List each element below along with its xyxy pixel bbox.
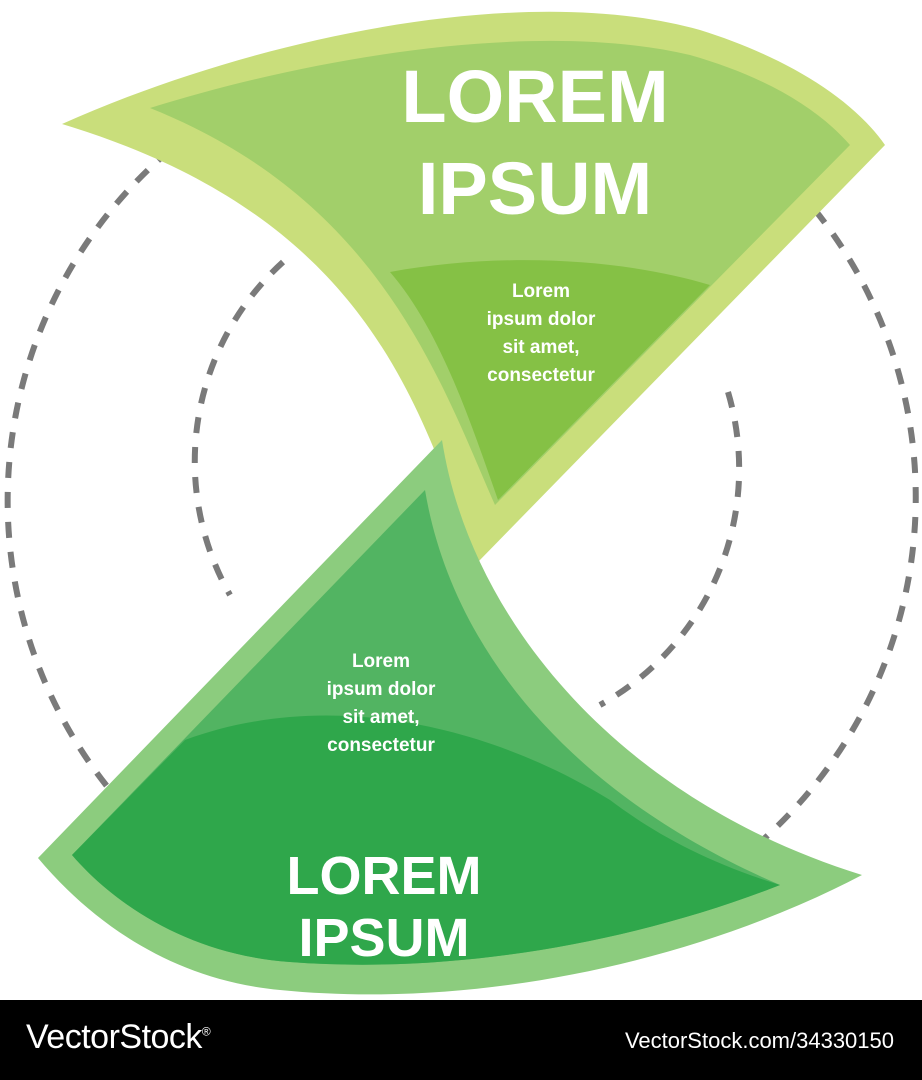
bottom-leaf-inner [72, 715, 780, 965]
top-leaf-inner [390, 260, 710, 500]
infographic-svg: LOREM IPSUM Lorem ipsum dolor sit amet, … [4, 11, 919, 995]
inner-dashed-arc-left [191, 259, 286, 597]
footer-bar: VectorStock® VectorStock.com/34330150 [0, 1000, 922, 1080]
bottom-body-line: Lorem [352, 651, 410, 672]
top-body-line: consectetur [487, 365, 595, 386]
top-leaf-shape [62, 11, 885, 563]
top-body-line: Lorem [512, 281, 570, 302]
bottom-body-line: ipsum dolor [327, 679, 436, 700]
registered-mark: ® [201, 1024, 211, 1039]
bottom-title-line2: IPSUM [298, 908, 469, 968]
top-body-line: sit amet, [502, 337, 579, 358]
bottom-body-text: Lorem ipsum dolor sit amet, consectetur [327, 651, 436, 756]
outer-dashed-arc-right [743, 208, 919, 858]
image-id-text: VectorStock.com/34330150 [624, 1028, 894, 1053]
top-body-line: ipsum dolor [487, 309, 596, 330]
bottom-body-line: sit amet, [342, 707, 419, 728]
brand-logo: VectorStock® [26, 1018, 211, 1057]
top-title-line2: IPSUM [418, 147, 652, 230]
dashed-guides [4, 147, 919, 858]
top-title-line1: LOREM [401, 55, 668, 138]
bottom-body-line: consectetur [327, 735, 435, 756]
top-body-text: Lorem ipsum dolor sit amet, consectetur [487, 281, 596, 386]
bottom-leaf-shape [38, 440, 862, 995]
outer-dashed-arc-left [4, 147, 172, 792]
inner-dashed-arc-right [598, 391, 743, 708]
brand-name: VectorStock [26, 1018, 202, 1056]
bottom-title-line1: LOREM [287, 846, 482, 906]
